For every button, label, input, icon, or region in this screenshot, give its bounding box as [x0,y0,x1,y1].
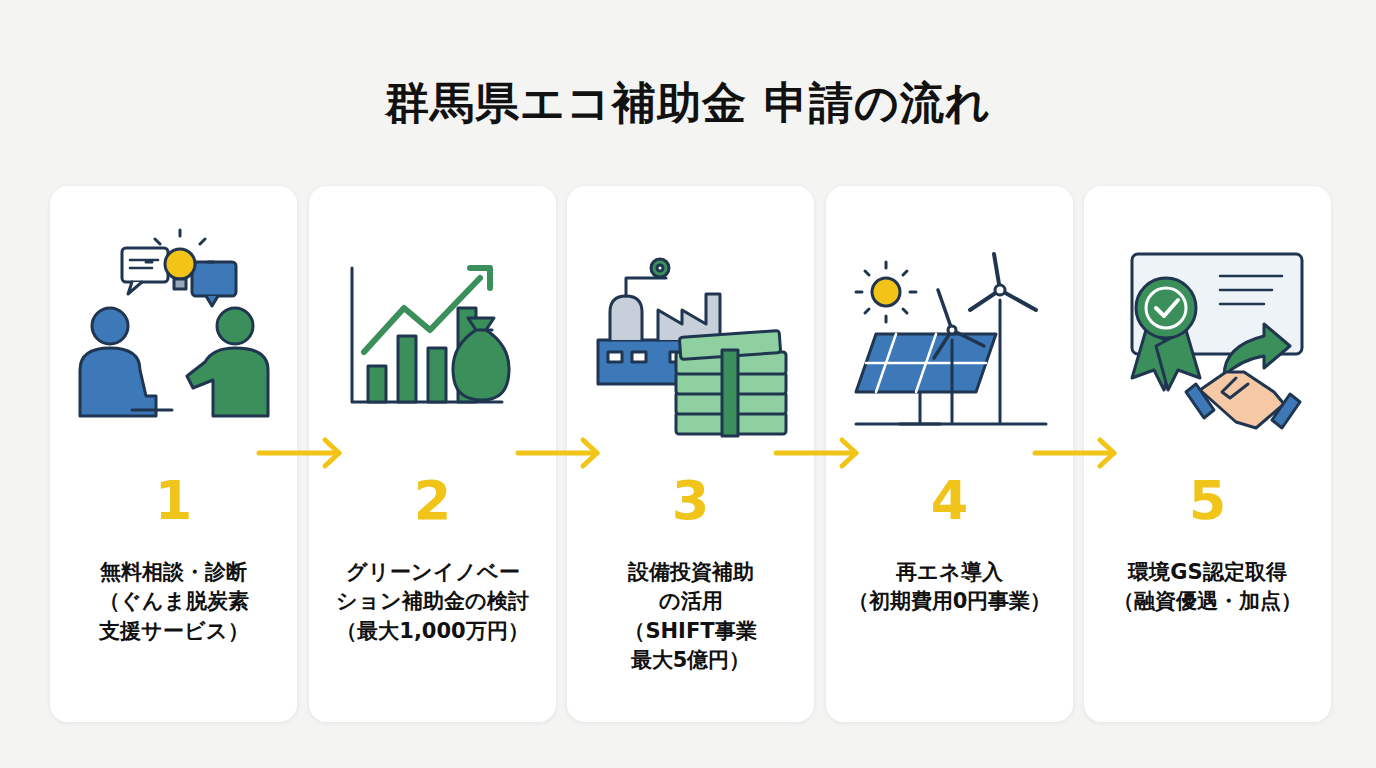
flow-arrow [776,440,856,466]
step-text: 再エネ導入（初期費用0円事業） [840,558,1060,617]
step-card: 5 環境GS認定取得（融資優遇・加点） [1084,186,1331,722]
diagram-title: 群馬県エコ補助金 申請の流れ [0,74,1376,133]
step-number: 3 [567,474,814,528]
step-card: 4 再エネ導入（初期費用0円事業） [826,186,1073,722]
step-heading: 環境GS認定取得 [1098,558,1318,587]
step-heading: 再エネ導入 [840,558,1060,587]
step-detail: （ぐんま脱炭素 支援サービス） [64,587,284,646]
step-number: 2 [309,474,556,528]
step-number: 4 [826,474,1073,528]
step-number: 1 [50,474,297,528]
step-detail: （融資優遇・加点） [1098,587,1318,616]
step-text: 無料相談・診断（ぐんま脱炭素 支援サービス） [64,558,284,646]
consult-icon [80,230,268,416]
step-detail: （初期費用0円事業） [840,587,1060,616]
step-text: グリーンイノベー ション補助金の検討（最大1,000万円） [323,558,543,646]
step-card: 3 設備投資補助 の活用（SHIFT事業 最大5億円） [567,186,814,722]
step-number: 5 [1084,474,1331,528]
card-background [1084,186,1331,722]
step-text: 設備投資補助 の活用（SHIFT事業 最大5億円） [601,558,781,676]
step-heading: グリーンイノベー ション補助金の検討 [323,558,543,617]
growth-icon [352,268,509,402]
step-text: 環境GS認定取得（融資優遇・加点） [1098,558,1318,617]
step-detail: （最大1,000万円） [323,617,543,646]
step-detail: （SHIFT事業 最大5億円） [601,617,781,676]
step-card: 1 無料相談・診断（ぐんま脱炭素 支援サービス） [50,186,297,722]
step-heading: 設備投資補助 の活用 [601,558,781,617]
renewable-icon [856,254,1046,424]
flow-arrow [259,440,339,466]
step-heading: 無料相談・診断 [64,558,284,587]
certificate-icon [1132,254,1302,428]
step-card: 2 グリーンイノベー ション補助金の検討（最大1,000万円） [309,186,556,722]
factory-icon [598,259,786,436]
flow-arrow [518,440,597,466]
flow-arrow [1035,440,1114,466]
